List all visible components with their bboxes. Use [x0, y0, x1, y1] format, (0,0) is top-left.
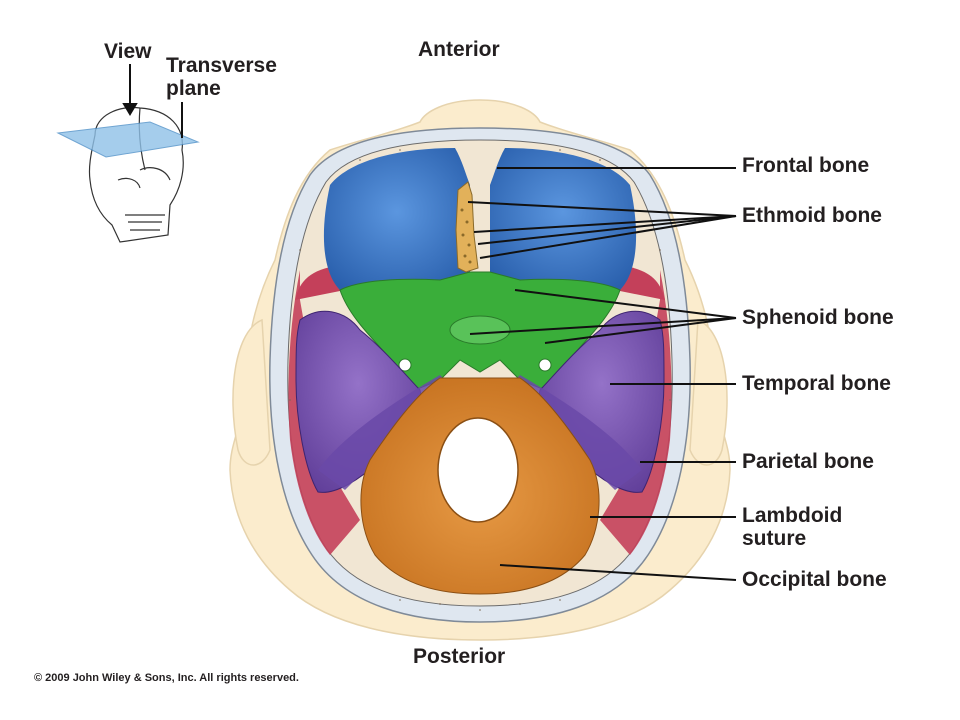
parietal-bone-label: Parietal bone: [742, 450, 874, 473]
sphenoid-sella: [449, 315, 511, 345]
inset-arrows: [122, 64, 183, 138]
frontal-bone-left: [323, 148, 470, 290]
left-ear: [232, 318, 271, 466]
lambdoid-label-line1: Lambdoid: [742, 504, 843, 527]
copyright-notice: © 2009 John Wiley & Sons, Inc. All right…: [34, 672, 299, 684]
posterior-label: Posterior: [413, 645, 506, 668]
frontal-bone-label: Frontal bone: [742, 154, 870, 177]
lambdoid-label-line2: suture: [742, 527, 807, 551]
temporal-bone-label: Temporal bone: [742, 372, 891, 395]
leader-lines: [467, 167, 737, 581]
transverse-label-line2: plane: [166, 77, 221, 101]
transverse-plane-label: Transverse plane: [166, 54, 277, 100]
transverse-label-line1: Transverse: [166, 54, 277, 77]
anterior-label: Anterior: [418, 38, 500, 61]
occipital-bone-label: Occipital bone: [742, 568, 887, 591]
frontal-bone-right: [490, 148, 637, 290]
view-label: View: [104, 40, 152, 63]
sphenoid-bone-label: Sphenoid bone: [742, 306, 894, 329]
foramen-magnum: [437, 417, 519, 523]
lambdoid-suture-label: Lambdoid suture: [742, 504, 842, 550]
ethmoid-crista: [455, 181, 479, 273]
transverse-plane: [56, 121, 200, 158]
ethmoid-bone-label: Ethmoid bone: [742, 204, 882, 227]
